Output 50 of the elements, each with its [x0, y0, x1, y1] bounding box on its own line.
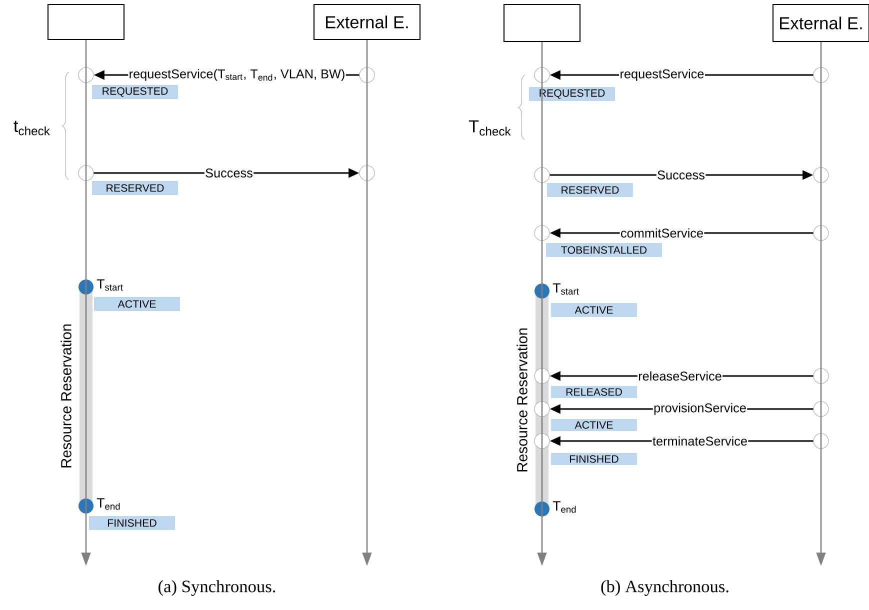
message-circle [813, 433, 829, 449]
participant-box: External E. [772, 4, 869, 42]
edge-label: terminateService [652, 436, 748, 446]
message-circle [813, 167, 829, 183]
edge-label: releaseService [637, 370, 723, 382]
state-band: RELEASED [551, 386, 637, 398]
message-circle [534, 67, 550, 83]
caption: (b) Asynchronous. [601, 580, 728, 596]
message-circle [813, 67, 829, 83]
state-band: RESERVED [547, 183, 633, 197]
interval-label: T$_{check}$ [468, 120, 511, 136]
bar-label: Resource Reservation [516, 328, 528, 472]
state-band: ACTIVE [551, 419, 637, 431]
message-circle [813, 401, 829, 417]
participant-box [503, 4, 581, 42]
message-circle [813, 368, 829, 384]
state-band: FINISHED [89, 516, 175, 530]
caption: (a) Synchronous. [158, 580, 276, 596]
message-circle [78, 165, 94, 181]
message-circle [78, 67, 94, 83]
time-label: T$_{end}$ [552, 501, 576, 513]
message-circle [534, 225, 550, 241]
state-band: REQUESTED [92, 85, 178, 99]
time-label: T$_{end}$ [96, 498, 120, 510]
event-dot [534, 502, 550, 516]
edge-label: Success [656, 170, 706, 180]
message-circle [813, 225, 829, 241]
event-dot [534, 284, 550, 298]
participant-box: External E. [313, 4, 421, 40]
time-label: T$_{start}$ [552, 283, 579, 295]
state-band: REQUESTED [529, 87, 615, 101]
bar-label: Resource Reservation [60, 324, 72, 468]
edge-label: requestService(T$_{start}$, T$_{end}$, VLAN, BW) [128, 68, 346, 82]
interval-label: t$_{check}$ [14, 120, 50, 136]
state-band: FINISHED [551, 453, 637, 465]
edge-label: Success [204, 168, 254, 178]
message-circle [534, 167, 550, 183]
message-circle [359, 67, 375, 83]
edge-label: commitService [620, 228, 704, 238]
message-circle [359, 165, 375, 181]
edge-label: requestService [619, 68, 705, 82]
event-dot [78, 498, 94, 514]
event-dot [78, 280, 94, 294]
participant-box [47, 4, 125, 40]
time-label: T$_{start}$ [96, 279, 123, 291]
edge-label: provisionService [652, 402, 748, 416]
state-band: TOBEINSTALLED [546, 243, 662, 257]
state-band: ACTIVE [551, 303, 637, 317]
state-band: RESERVED [92, 181, 178, 195]
state-band: ACTIVE [94, 297, 180, 311]
